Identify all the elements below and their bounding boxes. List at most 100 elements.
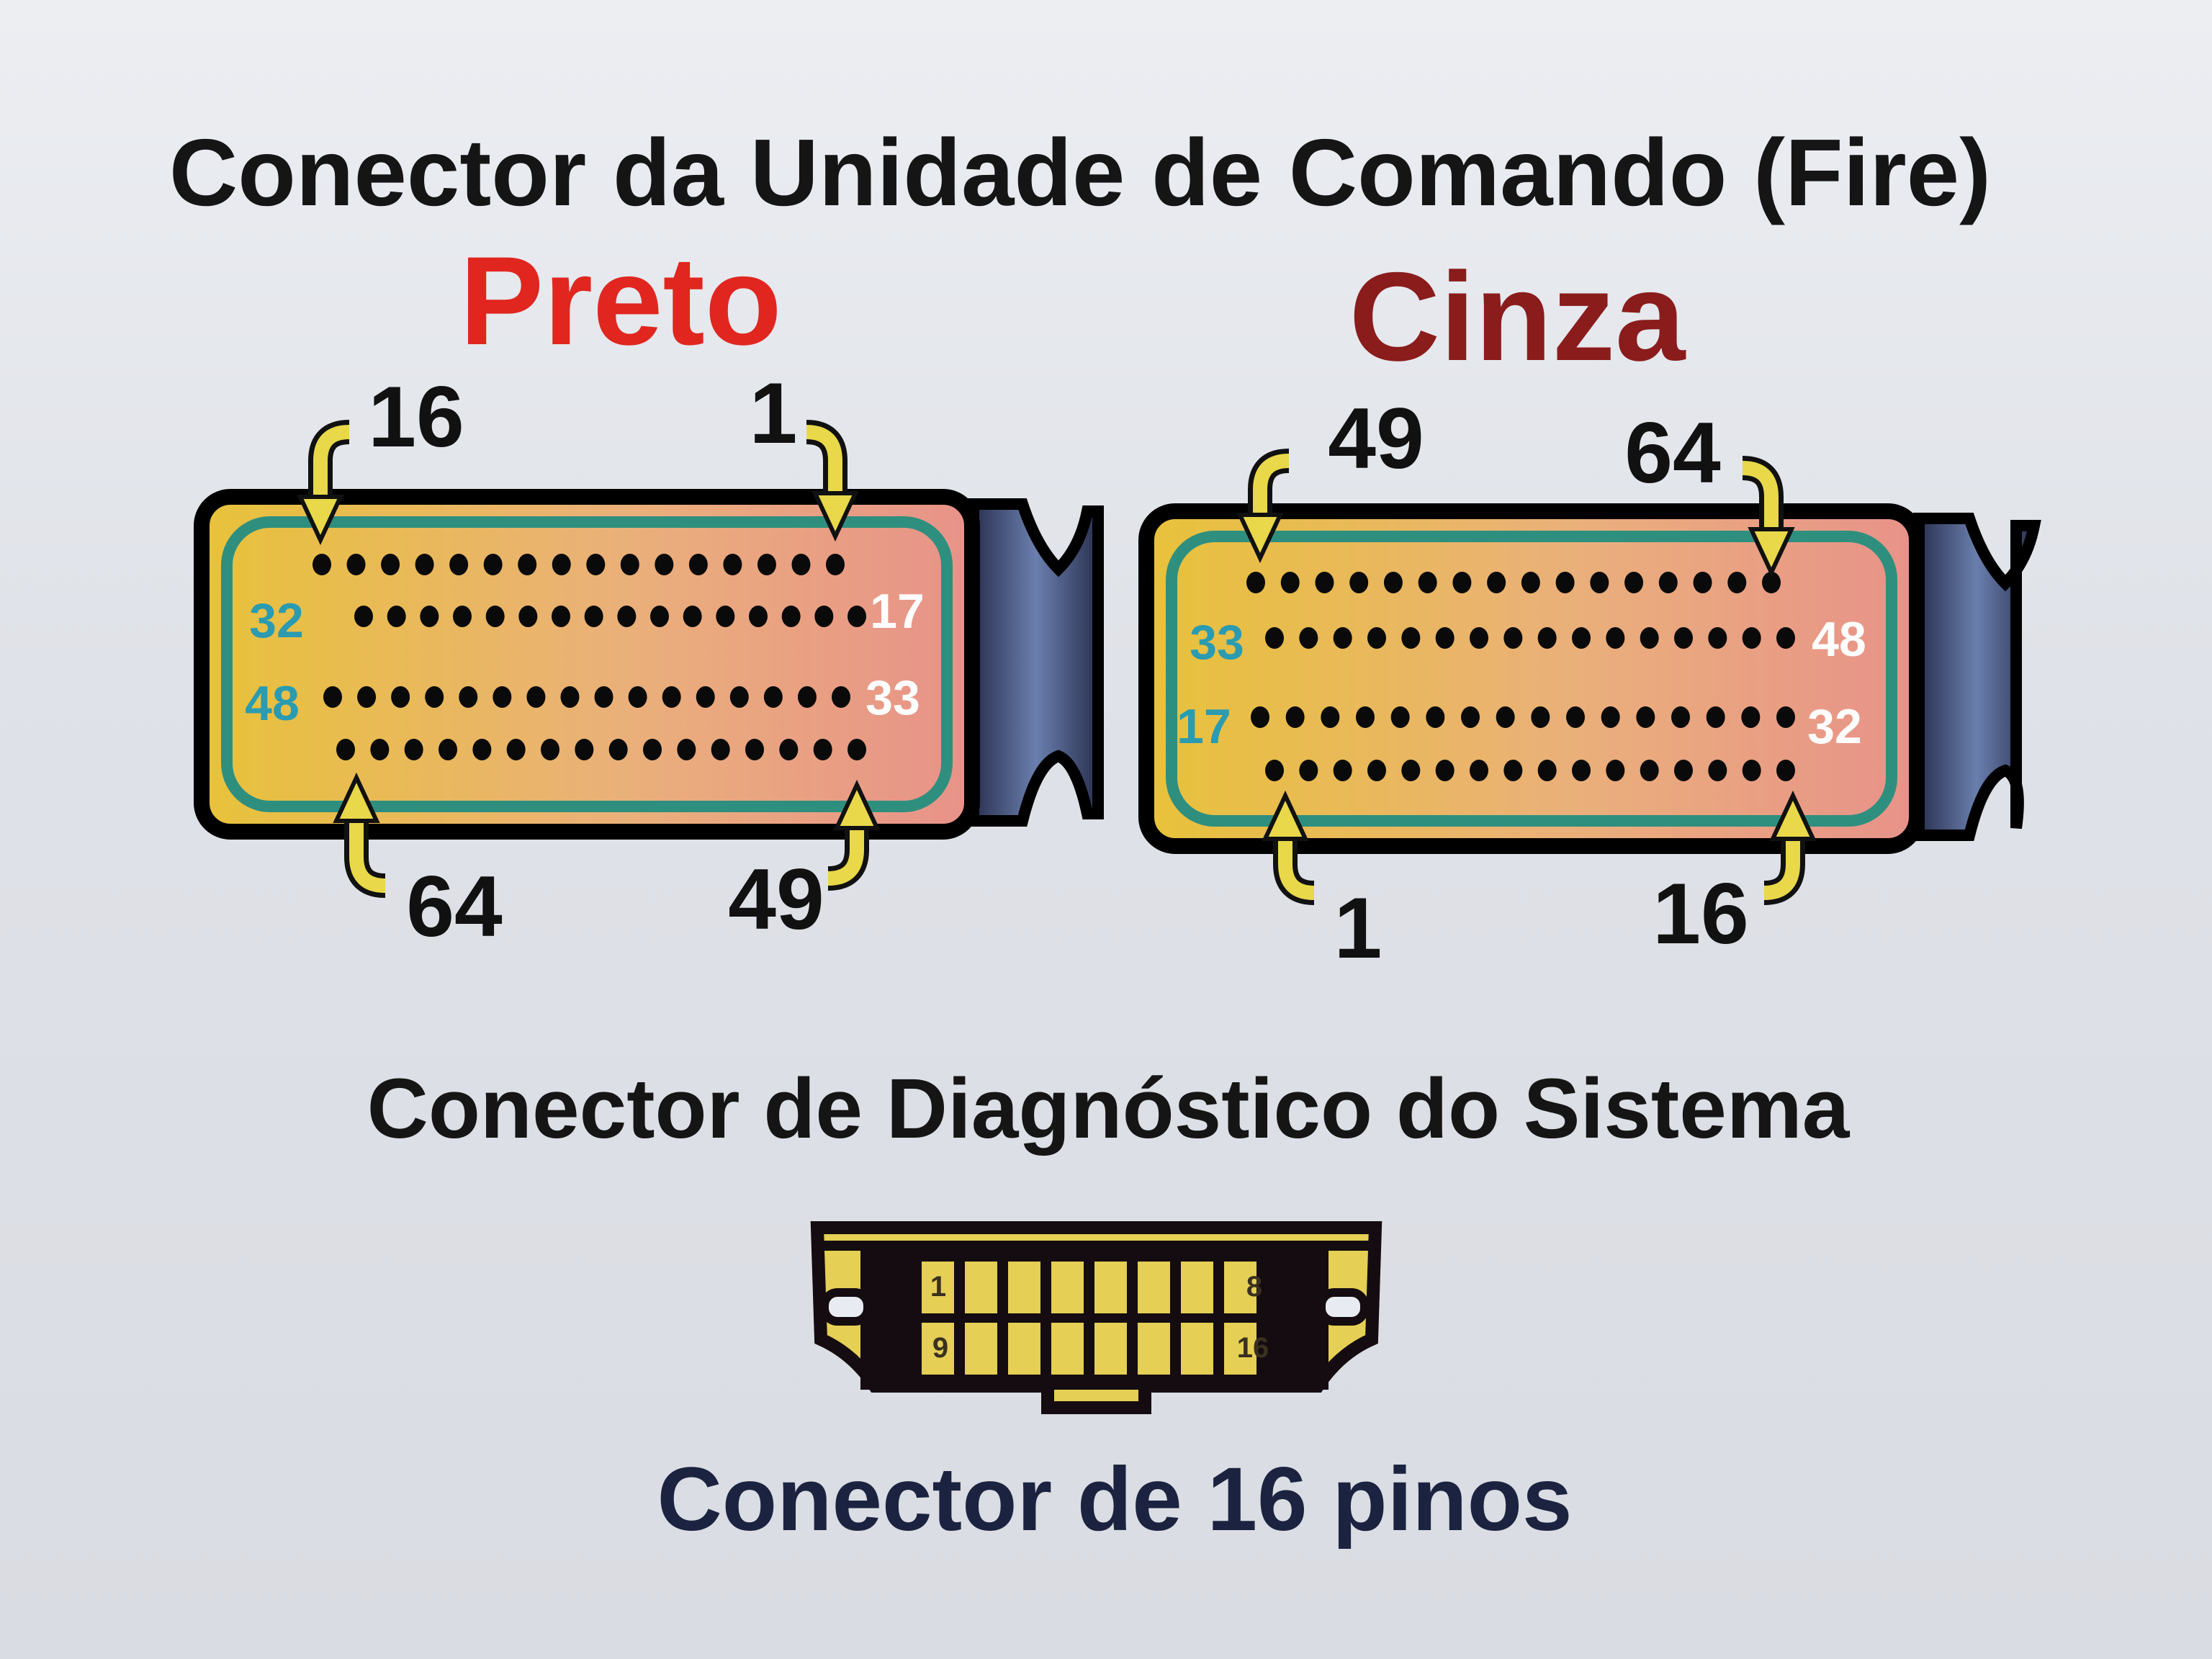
obd-pin (1094, 1323, 1127, 1375)
pin-dot (541, 739, 559, 760)
pin-dot (1383, 572, 1403, 593)
pin-dot (1776, 706, 1795, 728)
pin-dot (594, 686, 613, 708)
obd-pin-label: 16 (1237, 1332, 1269, 1364)
pin-dot (357, 686, 377, 708)
pointer-arrow-head (297, 495, 344, 546)
pin-dot (1674, 760, 1693, 781)
pin-dot (354, 606, 373, 627)
pin-dot (552, 554, 571, 575)
pin-dot (493, 686, 512, 708)
pin-dot (1418, 572, 1437, 593)
obd-pin-label: 1 (930, 1271, 946, 1303)
obd-pin (1138, 1262, 1170, 1313)
pin-dot (439, 739, 457, 760)
obd-pin (1224, 1323, 1256, 1375)
pin-dot (711, 739, 730, 760)
obd-pin (1138, 1323, 1170, 1375)
pointer-arrow (827, 821, 864, 886)
pin-dot (688, 554, 708, 575)
pin-dot (1776, 760, 1795, 781)
pin-dot (584, 606, 603, 627)
pin-dot (1246, 572, 1265, 593)
pin-dot (453, 606, 472, 627)
pin-dot (650, 606, 669, 627)
obd-pin (922, 1262, 954, 1313)
obd-pin (1094, 1262, 1127, 1313)
connector-ear (1913, 513, 2041, 841)
pin-dot (696, 686, 715, 708)
obd-pin (1008, 1323, 1040, 1375)
pin-dot (1674, 627, 1693, 649)
pin-dot (1426, 706, 1445, 728)
pin-dot (1367, 627, 1386, 649)
pin-dot (391, 686, 410, 708)
pin-dot (1572, 760, 1591, 781)
side-label: 17 (1177, 699, 1231, 754)
pin-dot (1742, 627, 1761, 649)
pin-dot (1636, 706, 1655, 728)
pin-dot (1572, 627, 1591, 649)
pin-dot (1265, 627, 1284, 649)
pin-dot (1658, 572, 1678, 593)
pin-dot (1590, 572, 1609, 593)
pin-dot (1742, 760, 1761, 781)
pointer-arrow-head (1748, 527, 1795, 578)
pin-dot (526, 686, 546, 708)
diagnostic-caption: Conector de 16 pinos (657, 1449, 1572, 1550)
pin-dot (655, 554, 674, 575)
pointer-arrow-head (811, 491, 859, 542)
corner-label: 49 (728, 851, 824, 948)
pin-dot (1299, 627, 1318, 649)
pin-dot (763, 686, 783, 708)
pin-dot (485, 606, 505, 627)
side-label: 17 (870, 584, 925, 639)
pin-dot (779, 739, 799, 760)
connector-name-preto: Preto (459, 231, 781, 372)
pin-dot (848, 739, 866, 760)
pin-dot (518, 606, 538, 627)
pin-dot (1706, 706, 1725, 728)
pin-dot (1315, 572, 1334, 593)
pin-dot (781, 606, 801, 627)
pin-dot (1640, 760, 1659, 781)
pin-dot (323, 686, 342, 708)
pin-dot (826, 554, 845, 575)
pin-dot (677, 739, 696, 760)
pointer-arrow-head (333, 772, 380, 823)
side-label: 32 (249, 593, 304, 648)
obd-pin (965, 1323, 997, 1375)
side-label: 32 (1807, 699, 1862, 754)
pin-dot (1321, 706, 1340, 728)
pin-dot (662, 686, 681, 708)
pin-dot (1762, 572, 1781, 593)
pin-dot (813, 739, 832, 760)
pin-dot (575, 739, 594, 760)
pin-dot (415, 554, 434, 575)
pin-dot (1349, 572, 1369, 593)
pointer-arrow (1763, 832, 1800, 900)
obd-pin (965, 1262, 997, 1313)
pin-dot (1452, 572, 1472, 593)
pin-dot (1390, 706, 1410, 728)
pointer-arrow (313, 425, 350, 504)
connector-seal (221, 516, 953, 812)
pin-dot (1470, 627, 1488, 649)
pin-dot (1470, 760, 1488, 781)
pin-dot (620, 554, 639, 575)
ecu-connector-cinza: Cinza 49 64 1 16 33 17 48 32 (1138, 247, 2041, 976)
pin-dot (757, 554, 776, 575)
pin-dot (1496, 706, 1515, 728)
pin-dot (483, 554, 503, 575)
diagnostic-title: Conector de Diagnóstico do Sistema (367, 1061, 1851, 1156)
corner-label: 1 (750, 365, 798, 462)
pin-dot (749, 606, 768, 627)
pin-dot (1708, 627, 1727, 649)
pointer-arrow-head (1769, 790, 1817, 841)
pin-dot (586, 554, 606, 575)
obd-pin-label: 8 (1246, 1271, 1262, 1303)
pin-dot (1333, 627, 1352, 649)
pin-dot (1566, 706, 1585, 728)
pin-dot (791, 554, 811, 575)
